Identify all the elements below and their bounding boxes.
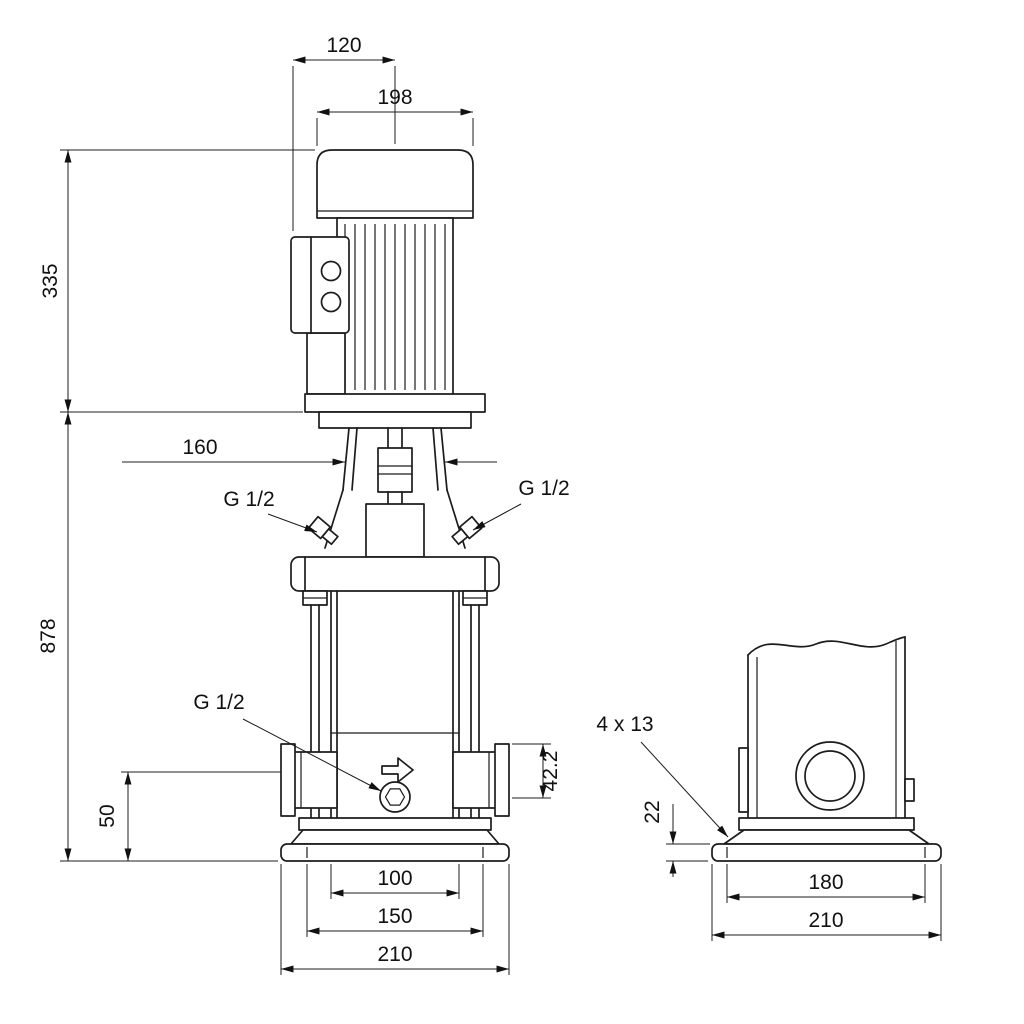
drain-plug-label: G 1/2 bbox=[193, 691, 244, 714]
pump-head bbox=[290, 393, 500, 592]
dim-side-base-width: 210 bbox=[711, 864, 942, 941]
label-vent-plug-right: G 1/2 bbox=[472, 477, 570, 531]
label-bolt-holes: 4 x 13 bbox=[596, 713, 729, 838]
dim-motor-width-label: 198 bbox=[377, 86, 412, 109]
nameplate bbox=[904, 778, 915, 802]
vent-plug-right bbox=[451, 515, 483, 546]
front-view bbox=[280, 149, 510, 862]
terminal-box bbox=[290, 236, 350, 334]
dim-base-outer: 210 bbox=[280, 864, 510, 975]
port-circle-outer bbox=[795, 741, 865, 811]
motor-stool-flange bbox=[318, 411, 472, 429]
coupling-guard bbox=[365, 503, 425, 558]
dim-motor-width: 198 bbox=[316, 86, 474, 146]
discharge-port-flange bbox=[494, 743, 510, 817]
vent-plug-left bbox=[307, 515, 339, 546]
label-vent-plug-left: G 1/2 bbox=[223, 488, 318, 533]
dim-base-middle: 150 bbox=[306, 864, 484, 937]
side-base-flange bbox=[738, 817, 915, 831]
dim-motor-depth: 120 bbox=[292, 34, 396, 231]
cable-entry-bottom bbox=[320, 291, 342, 313]
drain-plug bbox=[379, 781, 411, 813]
vent-plug-right-label: G 1/2 bbox=[518, 477, 569, 500]
head-flange bbox=[290, 556, 500, 592]
dim-motor-height-label: 335 bbox=[39, 263, 62, 298]
dim-base-middle-label: 150 bbox=[377, 905, 412, 928]
dim-motor-depth-label: 120 bbox=[326, 34, 361, 57]
dim-side-base-width-label: 210 bbox=[808, 909, 843, 932]
dim-heights: 335 878 bbox=[37, 149, 315, 862]
base-flange bbox=[298, 817, 492, 831]
dim-bolt-spacing: 180 bbox=[726, 864, 926, 903]
cable-conduit bbox=[306, 332, 346, 395]
drain-plug-hex bbox=[384, 788, 406, 806]
cable-entry-top bbox=[320, 260, 342, 282]
dim-port-vertical: 42.2 bbox=[512, 743, 562, 799]
side-view bbox=[711, 636, 942, 862]
dim-port-vertical-label: 42.2 bbox=[539, 751, 562, 792]
port-circle-inner bbox=[804, 750, 856, 802]
dim-base-plate-height: 22 bbox=[641, 800, 710, 877]
bolt-holes-label: 4 x 13 bbox=[596, 713, 653, 736]
dim-stool-width-label: 160 bbox=[182, 436, 217, 459]
dim-base-inner: 100 bbox=[330, 864, 460, 899]
motor bbox=[290, 149, 474, 397]
dim-port-to-base-label: 50 bbox=[96, 804, 119, 827]
motor-flange bbox=[304, 393, 486, 413]
base-plate bbox=[280, 843, 510, 862]
motor-fan-cover bbox=[316, 149, 474, 219]
flow-direction-arrow bbox=[381, 757, 414, 783]
dim-base-outer-label: 210 bbox=[377, 943, 412, 966]
front-base bbox=[280, 817, 510, 862]
label-drain-plug: G 1/2 bbox=[193, 691, 382, 792]
shaft-coupling bbox=[377, 447, 413, 493]
vent-plug-left-label: G 1/2 bbox=[223, 488, 274, 511]
pump-body bbox=[280, 590, 510, 819]
base-skirt bbox=[290, 829, 500, 845]
side-base-skirt bbox=[723, 829, 930, 845]
dimensions: 120 198 335 878 160 G 1/2 bbox=[37, 34, 942, 975]
discharge-port-neck bbox=[452, 751, 498, 809]
side-base-plate bbox=[711, 843, 942, 862]
dim-base-inner-label: 100 bbox=[377, 867, 412, 890]
port-edge bbox=[738, 747, 749, 813]
dim-bolt-spacing-label: 180 bbox=[808, 871, 843, 894]
dim-port-to-base: 50 bbox=[96, 771, 281, 861]
dim-pump-height-label: 878 bbox=[37, 618, 60, 653]
suction-port-neck bbox=[292, 751, 338, 809]
dim-stool-width: 160 bbox=[122, 436, 497, 466]
dim-base-plate-height-label: 22 bbox=[641, 800, 664, 823]
break-line bbox=[747, 636, 906, 656]
suction-port-flange bbox=[280, 743, 296, 817]
